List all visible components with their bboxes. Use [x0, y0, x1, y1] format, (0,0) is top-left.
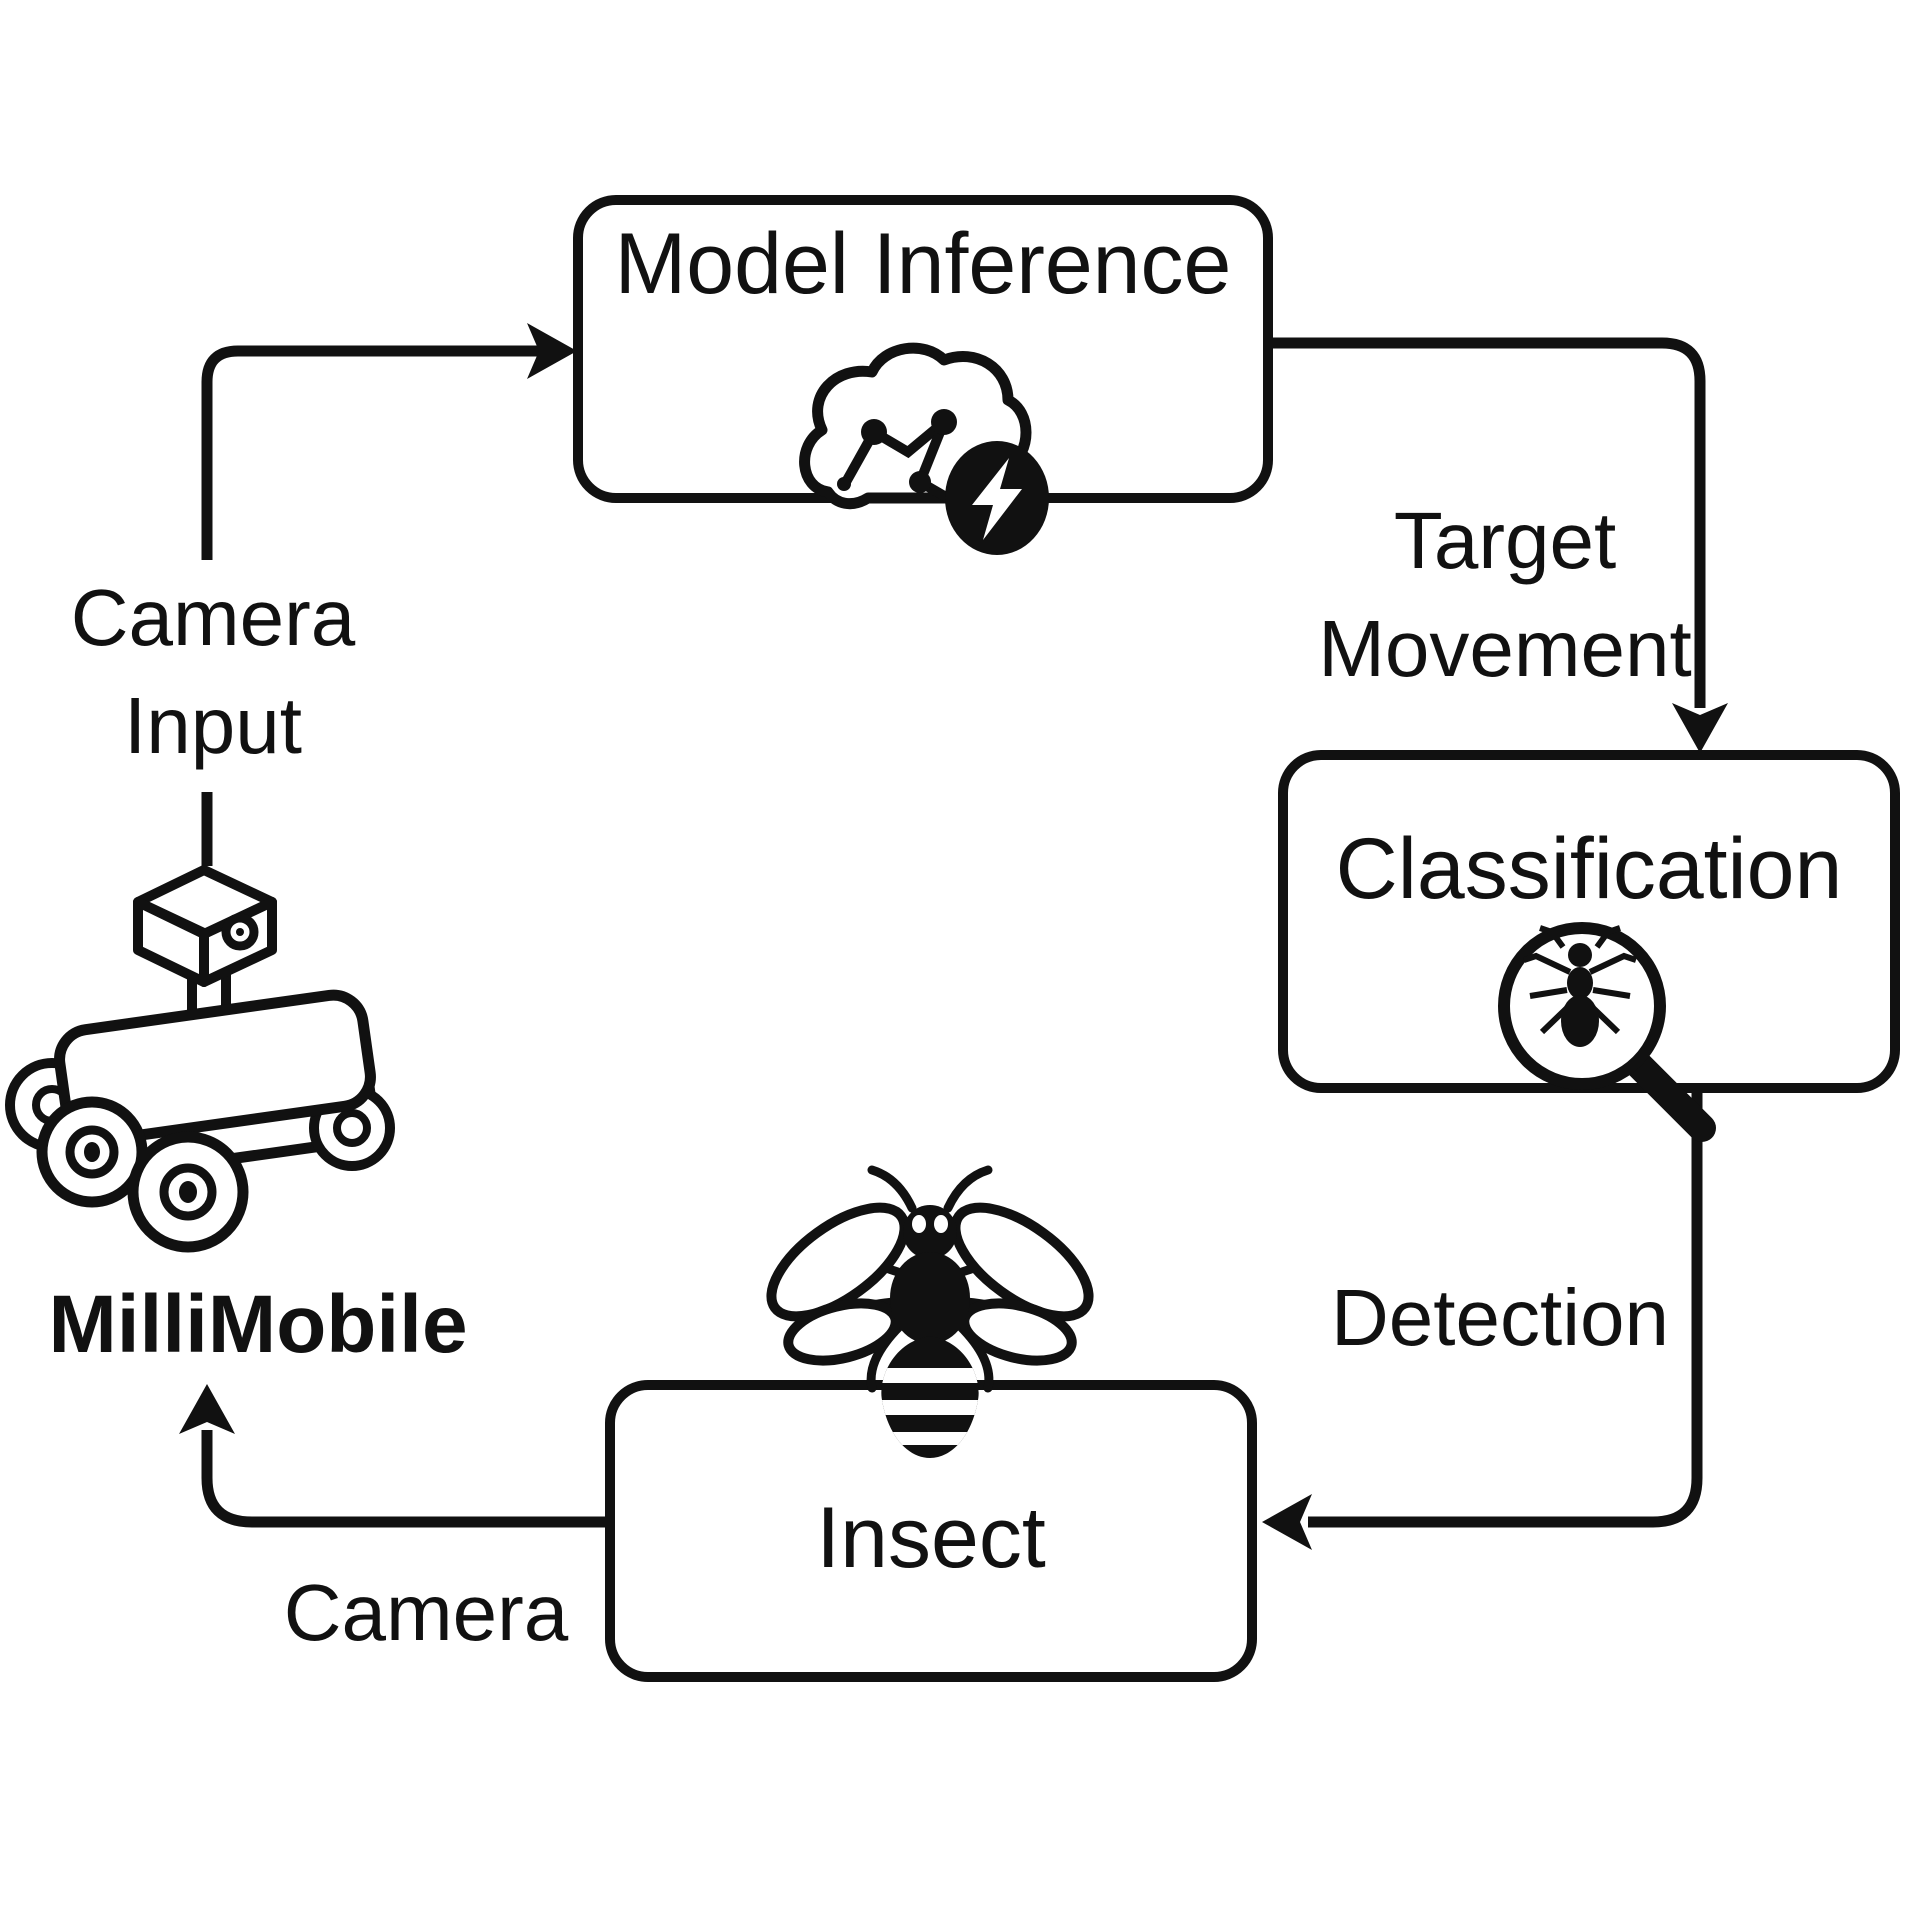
edge-detection [1262, 1088, 1703, 1550]
bee-abdomen [881, 1336, 979, 1458]
classification-label: Classification [1336, 821, 1843, 917]
millimobile-label: MilliMobile [48, 1279, 467, 1370]
bee-thorax [890, 1252, 970, 1344]
model-inference-label: Model Inference [615, 216, 1232, 312]
ant-icon [1523, 925, 1637, 1047]
robot-camera-lens-dot [236, 928, 244, 936]
robot-wheel-front-center-hub [179, 1181, 197, 1203]
camera-label: Camera [284, 1568, 569, 1657]
bee-icon [766, 1165, 1094, 1458]
arrowhead-up-icon [179, 1384, 235, 1434]
insect-label: Insect [816, 1490, 1046, 1586]
arrowhead-left-icon [1262, 1494, 1312, 1550]
edge-camera-input-line [201, 345, 548, 560]
robot-chassis-top [54, 989, 376, 1147]
bee-wings [766, 1202, 1094, 1366]
arrowhead-right-icon [527, 323, 577, 379]
node-classification: Classification [1278, 750, 1900, 1093]
detection-label: Detection [1331, 1273, 1669, 1362]
robot-rover-icon [5, 865, 395, 1253]
bee-head [903, 1205, 957, 1259]
node-insect: Insect [605, 1380, 1257, 1682]
bee-stripes [881, 1368, 979, 1445]
neural-network-nodes [837, 409, 957, 493]
lightning-bolt-icon [972, 458, 1022, 540]
camera-input-label-line2: Input [124, 681, 302, 770]
edge-camera-input [201, 323, 577, 866]
edge-camera-line [201, 1430, 610, 1528]
bee-antennae [867, 1165, 993, 1213]
magnifier-handle [1624, 1050, 1716, 1142]
neural-cloud-lightning-icon [799, 342, 1049, 555]
edge-detection-line [1308, 1088, 1703, 1528]
camera-input-label-line1: Camera [71, 573, 356, 662]
bee-eye-right [934, 1215, 948, 1233]
target-movement-label-line2: Movement [1318, 604, 1691, 693]
edge-camera [179, 1384, 610, 1528]
robot-wheel-front-left-hub [84, 1142, 100, 1162]
edge-target-movement [1268, 337, 1728, 753]
robot-wheel-right-rim [333, 1109, 371, 1147]
robot-camera-head [133, 865, 277, 987]
bee-eye-left [912, 1215, 926, 1233]
target-movement-label-line1: Target [1394, 496, 1616, 585]
magnifier-ant-icon [1498, 922, 1716, 1142]
edge-target-movement-line [1268, 337, 1706, 708]
arrowhead-down-icon [1672, 703, 1728, 753]
